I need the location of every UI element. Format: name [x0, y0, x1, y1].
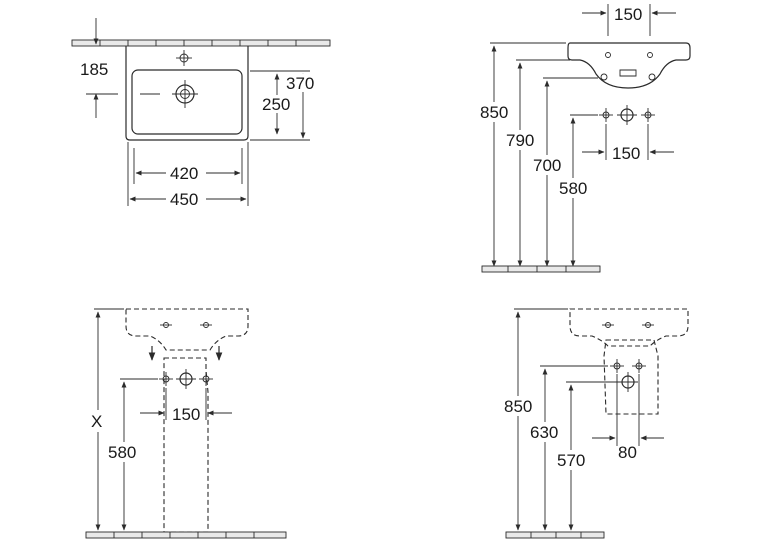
- floor-strip: [481, 265, 601, 273]
- top-view: 185 370 250 420 450: [71, 18, 331, 209]
- dim-370-label: 370: [286, 74, 314, 93]
- basin-dashed: [125, 308, 249, 351]
- dim-80-label: 80: [618, 443, 637, 462]
- dim-630-label: 630: [530, 423, 558, 442]
- side-view: 150 150: [478, 4, 691, 273]
- basin-profile: [567, 42, 691, 89]
- drain-icon: [140, 80, 198, 108]
- fittings-icon: [610, 359, 646, 392]
- front-pedestal-view: 150 X 580: [85, 308, 287, 539]
- floor-strip: [85, 531, 287, 539]
- dim-185-label: 185: [80, 60, 108, 79]
- dim-580-label: 580: [108, 443, 136, 462]
- tap-hole-icon: [160, 322, 212, 328]
- front-semi-pedestal-view: 80 850 630 570: [502, 308, 689, 539]
- basin-dashed: [569, 308, 689, 347]
- dim-250-label: 250: [262, 95, 290, 114]
- dim-420-label: 420: [170, 164, 198, 183]
- tap-hole-icon: [605, 52, 653, 58]
- wall-strip: [71, 39, 331, 47]
- semi-pedestal-dashed: [603, 339, 659, 415]
- dim-700-label: 700: [533, 156, 561, 175]
- dim-150-top-label: 150: [614, 5, 642, 24]
- floor-strip: [505, 531, 605, 539]
- dim-150-label: 150: [172, 405, 200, 424]
- dim-850-label: 850: [480, 103, 508, 122]
- fittings-icon: [599, 105, 655, 125]
- basin-outline: [125, 46, 249, 141]
- dim-x-label: X: [91, 412, 102, 431]
- dim-580-label: 580: [559, 179, 587, 198]
- fittings-icon: [159, 369, 213, 389]
- dim-450-label: 450: [170, 190, 198, 209]
- dim-150-mid-label: 150: [612, 144, 640, 163]
- bowl-outline: [131, 69, 243, 135]
- dim-790-label: 790: [506, 131, 534, 150]
- dim-570-label: 570: [557, 451, 585, 470]
- dim-850-label: 850: [504, 397, 532, 416]
- tap-hole-icon: [602, 322, 654, 328]
- tap-hole-icon: [176, 50, 192, 66]
